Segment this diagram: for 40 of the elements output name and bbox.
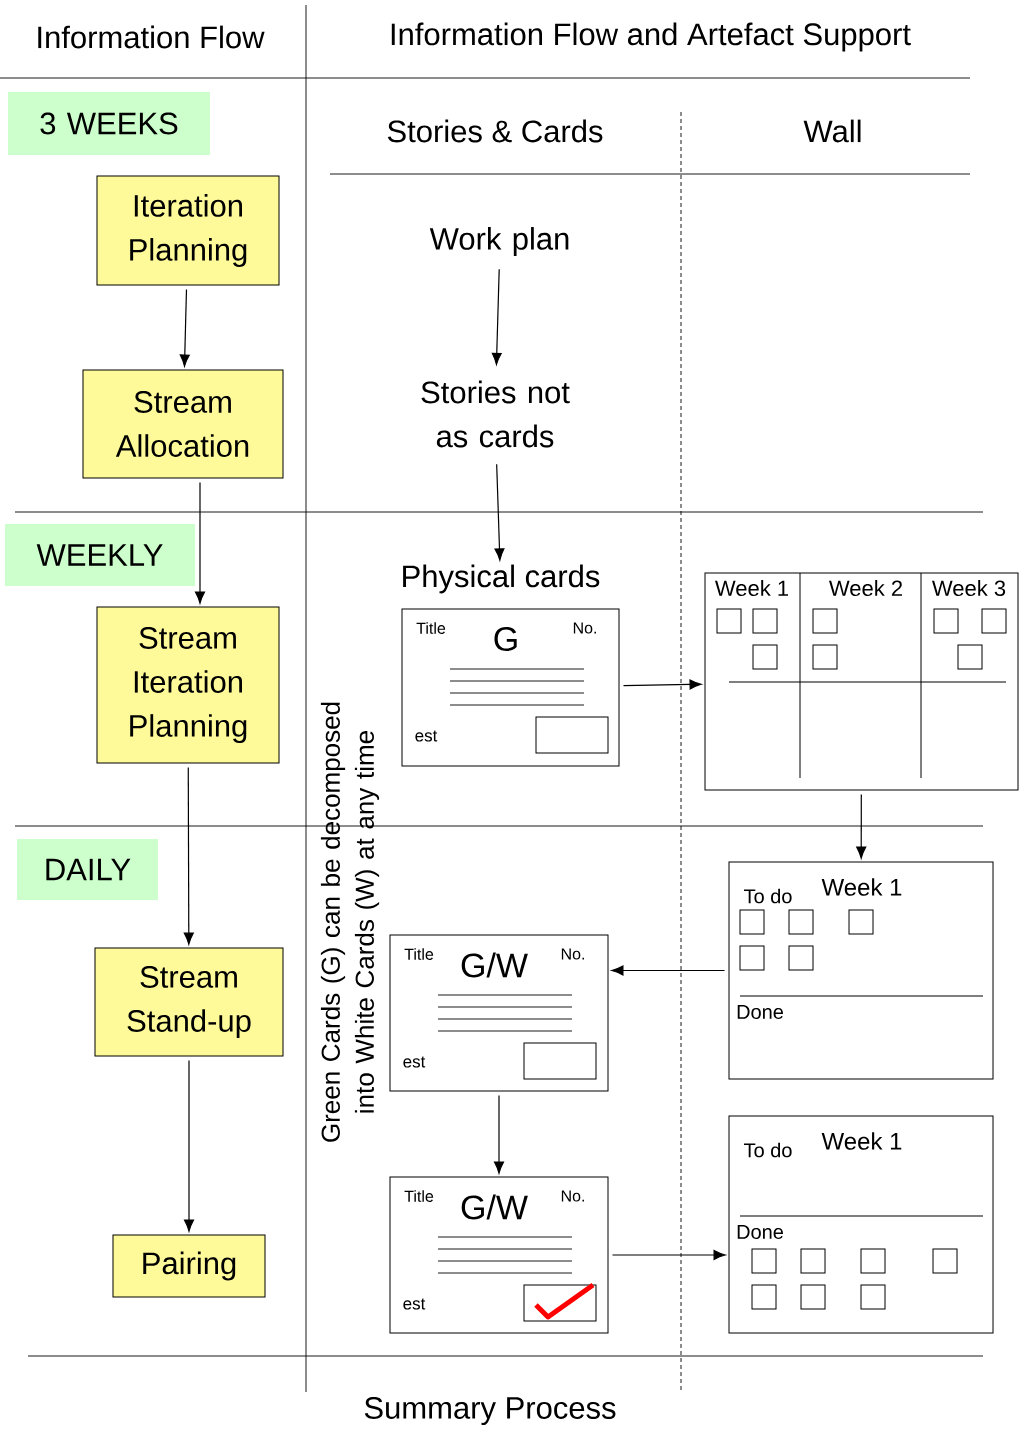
node-label: To do: [744, 1142, 792, 1158]
arrow: [611, 965, 726, 976]
process-box: Stream Stand-up: [94, 947, 284, 1057]
column-heading: Stories & Cards: [387, 119, 603, 143]
process-box: Iteration Planning: [96, 175, 280, 286]
column-heading: Information Flow and Artefact Support: [391, 22, 911, 52]
arrow: [494, 463, 505, 561]
node-label: Week 1: [821, 878, 902, 896]
node-label: Done: [737, 1225, 784, 1239]
arrow: [493, 1094, 505, 1174]
node-label: Week 1: [821, 1132, 902, 1150]
arrow: [491, 268, 502, 366]
arrow: [611, 1250, 726, 1261]
rotated-note: Green Cards (G) can be decomposed into White Cards (W) at any time: [320, 702, 380, 1142]
story-card: Title G/W No. est: [389, 934, 609, 1092]
column-heading: Information Flow: [38, 25, 265, 49]
flow-text: Work plan: [429, 227, 569, 256]
arrow: [856, 793, 867, 859]
caption: Summary Process: [364, 1397, 616, 1426]
node-label: Physical cards: [403, 564, 600, 594]
week-board: To do Week 1 Done: [728, 1115, 994, 1334]
story-card: Title G/W No. est: [389, 1176, 609, 1334]
process-box: Stream Allocation: [82, 369, 284, 479]
node-label: Done: [737, 1005, 784, 1019]
wall-board: Week 1 Week 2 Week 3: [704, 572, 1019, 791]
process-box: Stream Iteration Planning: [96, 606, 280, 764]
flow-text: Stories not as cards: [421, 380, 570, 448]
arrow: [183, 766, 194, 945]
story-card: Physical cards Title G No. est: [401, 564, 620, 767]
process-box: Pairing: [112, 1234, 266, 1298]
column-heading: Wall: [803, 119, 861, 143]
period-band: DAILY: [17, 839, 158, 900]
arrow: [622, 679, 702, 690]
week-board: To do Week 1 Done: [728, 861, 994, 1080]
node-label: To do: [744, 888, 792, 904]
arrow: [183, 1059, 195, 1232]
period-band: 3 WEEKS: [8, 92, 210, 155]
arrow: [179, 288, 190, 367]
arrow: [194, 481, 206, 604]
period-band: WEEKLY: [5, 524, 195, 586]
